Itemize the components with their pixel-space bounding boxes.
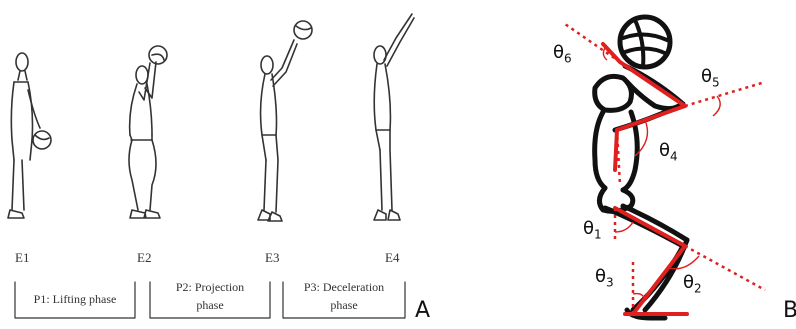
stage-label-e4: E4 bbox=[385, 250, 399, 266]
stage-label-e1: E1 bbox=[15, 250, 29, 266]
segment-trunk bbox=[615, 130, 617, 170]
theta6-symbol: θ bbox=[553, 42, 564, 63]
figure-e3 bbox=[258, 21, 312, 221]
theta1-symbol: θ bbox=[583, 218, 594, 239]
ref-line-theta5 bbox=[685, 82, 765, 106]
panel-letter-b: B bbox=[783, 298, 796, 323]
ref-line-theta6 bbox=[565, 24, 620, 62]
phase-p3-line1: P3: Deceleration bbox=[285, 278, 403, 296]
phase-label-p3: P3: Deceleration phase bbox=[285, 278, 403, 314]
panel-letter-a: A bbox=[415, 298, 430, 323]
figure-e4 bbox=[374, 14, 414, 220]
theta6-index: 6 bbox=[564, 52, 572, 66]
segment-thigh bbox=[615, 208, 685, 246]
angle-label-theta4: θ4 bbox=[659, 140, 678, 164]
arc-theta1 bbox=[615, 222, 633, 232]
angle-label-theta1: θ1 bbox=[583, 218, 602, 242]
theta5-index: 5 bbox=[712, 76, 720, 90]
phase-label-p2: P2: Projection phase bbox=[152, 278, 268, 314]
theta4-symbol: θ bbox=[659, 140, 670, 161]
theta2-symbol: θ bbox=[683, 272, 694, 293]
stage-label-e3: E3 bbox=[265, 250, 279, 266]
phase-p2-line1: P2: Projection bbox=[152, 278, 268, 296]
limb-segments bbox=[603, 44, 687, 314]
joint-angle-diagram bbox=[455, 0, 796, 329]
panel-b-joint-angles: θ6 θ5 θ4 θ1 θ3 θ2 B bbox=[455, 0, 796, 329]
figure-e2 bbox=[129, 46, 167, 218]
theta2-index: 2 bbox=[694, 282, 702, 296]
theta5-symbol: θ bbox=[701, 66, 712, 87]
theta3-symbol: θ bbox=[595, 266, 606, 287]
panel-a-shooting-phases: E1 E2 E3 E4 P1: Lifting phase P2: Projec… bbox=[0, 0, 430, 329]
theta3-index: 3 bbox=[606, 276, 614, 290]
angle-label-theta5: θ5 bbox=[701, 66, 720, 90]
phase-p2-line2: phase bbox=[152, 296, 268, 314]
phase-p1-line1: P1: Lifting phase bbox=[18, 290, 132, 308]
arc-theta5 bbox=[713, 96, 720, 116]
segment-shin bbox=[633, 246, 685, 314]
figure-e1 bbox=[8, 53, 51, 218]
segment-forearm bbox=[617, 106, 685, 130]
phase-label-p1: P1: Lifting phase bbox=[18, 290, 132, 308]
theta1-index: 1 bbox=[594, 228, 602, 242]
theta4-index: 4 bbox=[670, 150, 678, 164]
angle-label-theta2: θ2 bbox=[683, 272, 702, 296]
phase-p3-line2: phase bbox=[285, 296, 403, 314]
stage-label-e2: E2 bbox=[137, 250, 151, 266]
angle-label-theta3: θ3 bbox=[595, 266, 614, 290]
angle-label-theta6: θ6 bbox=[553, 42, 572, 66]
